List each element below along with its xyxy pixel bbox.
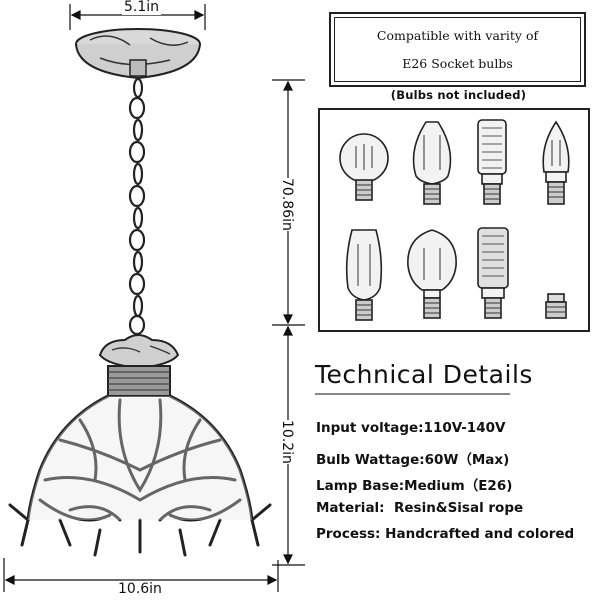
ceiling-canopy (75, 28, 201, 80)
spec-value: Handcrafted and colored (380, 526, 575, 542)
candle-bulb-icon (542, 120, 570, 205)
pendant-lamp-illustration (3, 4, 305, 592)
shade-fill (28, 396, 252, 520)
spec-label: Process: (316, 526, 381, 542)
title-underline (315, 393, 510, 395)
spec-value: Resin&Sisal rope (384, 500, 524, 516)
compatibility-line-1: Compatible with varity of (376, 28, 539, 43)
top-width-dimension (69, 4, 206, 30)
bottom-width-label: 10.6in (118, 581, 162, 597)
spec-bulb-wattage: Bulb Wattage:60W（Max) (316, 448, 509, 468)
corn-bulb-icon (477, 119, 507, 205)
spec-label: Input voltage: (316, 420, 424, 436)
spec-label: Bulb Wattage: (316, 452, 425, 468)
small-socket-icon (545, 293, 567, 319)
height-dimensions (272, 79, 305, 566)
compatibility-line-2: E26 Socket bulbs (402, 56, 513, 71)
shade-height-label: 10.2in (279, 420, 295, 464)
chain-height-label: 70.86in (279, 178, 295, 231)
rope-collar (107, 365, 171, 397)
spec-value: Medium（E26) (404, 478, 513, 494)
compatibility-box: Compatible with varity of E26 Socket bul… (329, 12, 586, 87)
chain (128, 77, 146, 336)
spec-material: Material: Resin&Sisal rope (316, 500, 523, 516)
spec-label: Material: (316, 500, 385, 516)
corn-long-bulb-icon (477, 227, 509, 319)
top-width-label: 5.1in (122, 0, 162, 15)
bulbs-grid (318, 108, 590, 332)
spec-lamp-base: Lamp Base:Medium（E26) (316, 474, 512, 494)
bulbs-not-included-note: (Bulbs not included) (390, 88, 527, 102)
spec-label: Lamp Base: (316, 478, 405, 494)
st64-bulb-icon (412, 121, 452, 205)
antler-shade (8, 394, 272, 557)
globe-bulb-icon (339, 133, 389, 201)
technical-details-title: Technical Details (315, 360, 533, 389)
compatibility-inner-frame: Compatible with varity of E26 Socket bul… (334, 17, 581, 82)
spec-process: Process: Handcrafted and colored (316, 526, 574, 542)
spec-value: 110V-140V (423, 420, 506, 436)
bottom-width-dimension (3, 558, 279, 592)
bulbs-svg (339, 119, 570, 321)
t45-bulb-icon (345, 229, 383, 321)
lamp-cap (98, 334, 180, 370)
spec-input-voltage: Input voltage:110V-140V (316, 420, 505, 436)
spec-value: 60W（Max) (424, 452, 510, 468)
a19-bulb-icon (407, 229, 457, 319)
